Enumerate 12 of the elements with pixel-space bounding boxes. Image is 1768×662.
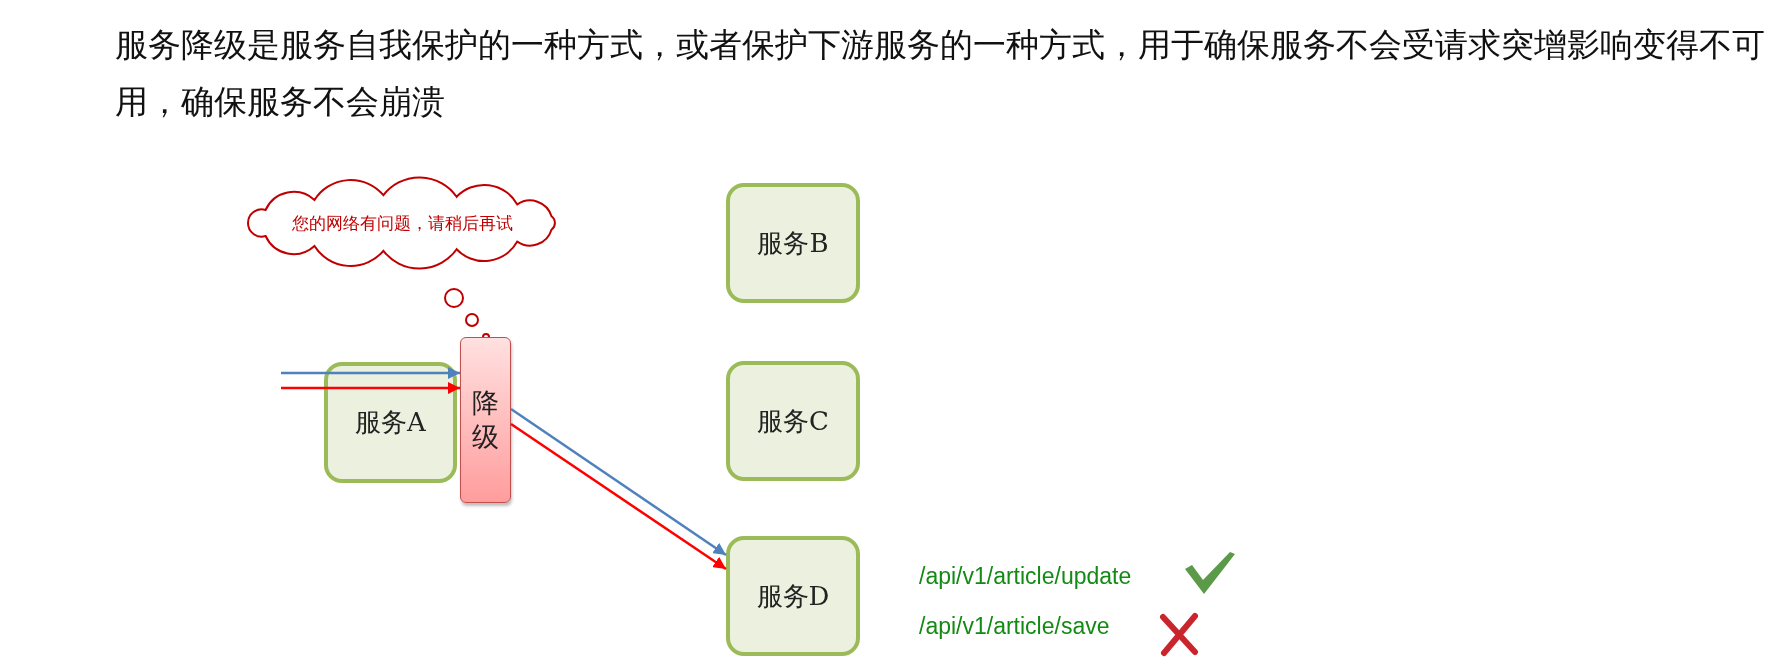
api-path-text: /api/v1/article/save bbox=[919, 613, 1110, 640]
degrade-bar: 降级 bbox=[460, 337, 511, 503]
arrow bbox=[281, 381, 460, 395]
service-box: 服务B bbox=[726, 183, 860, 303]
arrow bbox=[510, 422, 727, 571]
service-box: 服务A bbox=[324, 362, 457, 483]
service-box: 服务D bbox=[726, 536, 860, 656]
api-path-text: /api/v1/article/update bbox=[919, 563, 1132, 590]
arrow bbox=[281, 366, 460, 380]
service-box: 服务C bbox=[726, 361, 860, 481]
arrow bbox=[510, 407, 727, 557]
description-text: 服务降级是服务自我保护的一种方式，或者保护下游服务的一种方式，用于确保服务不会受请求突增影响变得不可用，确保服务不会崩溃 bbox=[115, 24, 1766, 123]
